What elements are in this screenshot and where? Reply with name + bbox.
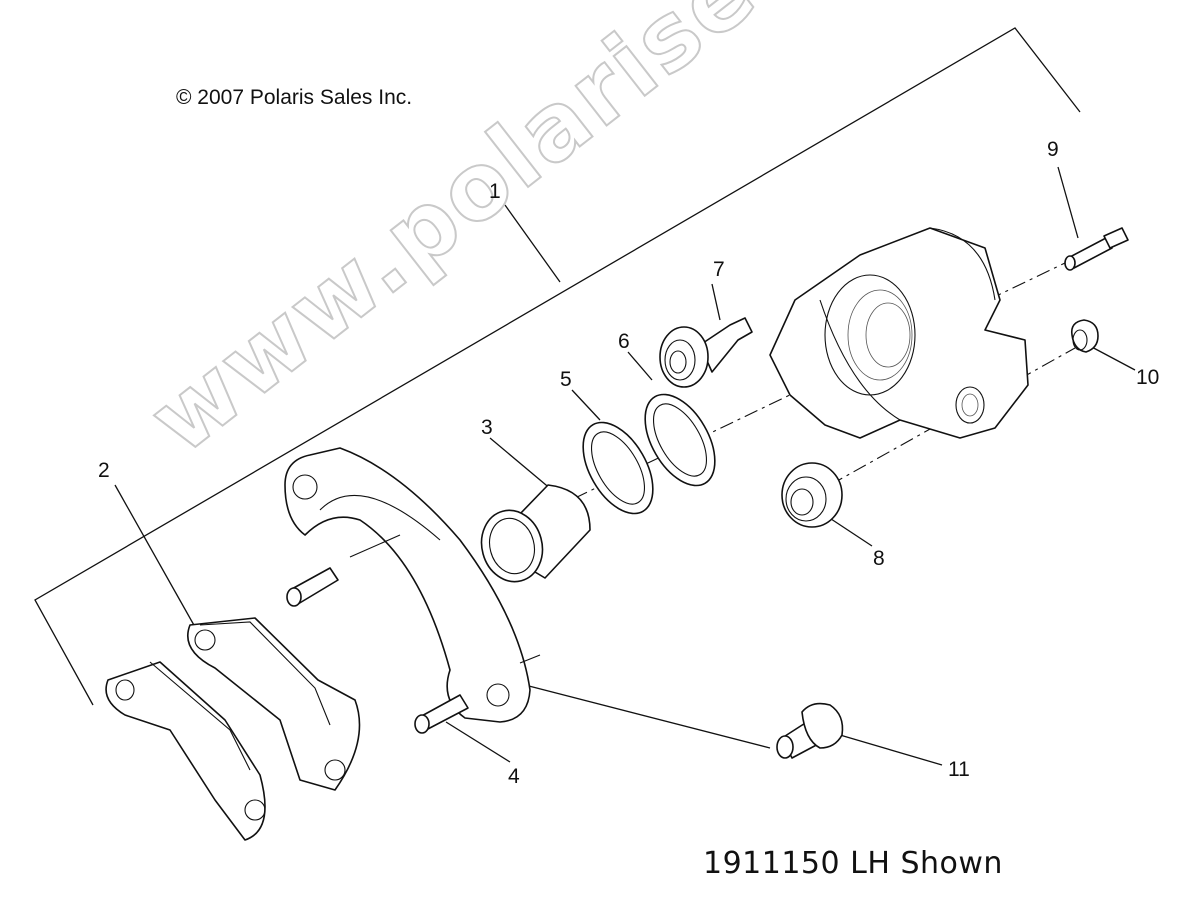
- boot-part-8: [781, 462, 843, 528]
- callout-4: 4: [508, 765, 520, 788]
- callout-11: 11: [948, 758, 970, 781]
- callout-9: 9: [1047, 138, 1059, 161]
- caliper-bracket-part-4: [284, 447, 541, 734]
- callout-6: 6: [618, 330, 630, 353]
- leader-lines: [114, 166, 1136, 766]
- bleeder-screw-part-9: [1064, 227, 1129, 271]
- callout-3: 3: [481, 416, 493, 439]
- bolt-part-11: [776, 702, 844, 759]
- callout-7: 7: [713, 258, 725, 281]
- brake-pads-part-2: [105, 617, 361, 841]
- copyright-notice: © 2007 Polaris Sales Inc.: [176, 86, 413, 109]
- piston-seal-part-5: [582, 421, 654, 515]
- callout-10: 10: [1136, 366, 1160, 389]
- pin-boot-part-7: [659, 317, 753, 388]
- assembly-bracket-1: [34, 27, 1081, 706]
- bleeder-cap-part-10: [1070, 319, 1099, 353]
- callout-1: 1: [489, 180, 501, 203]
- diagram-caption: 1911150 LH Shown: [703, 846, 1003, 881]
- callout-2: 2: [98, 459, 110, 482]
- caliper-body: [769, 227, 1029, 439]
- seal-ring-part-6: [644, 393, 716, 487]
- piston-part-3: [480, 484, 591, 583]
- callout-5: 5: [560, 368, 572, 391]
- callout-8: 8: [873, 547, 885, 570]
